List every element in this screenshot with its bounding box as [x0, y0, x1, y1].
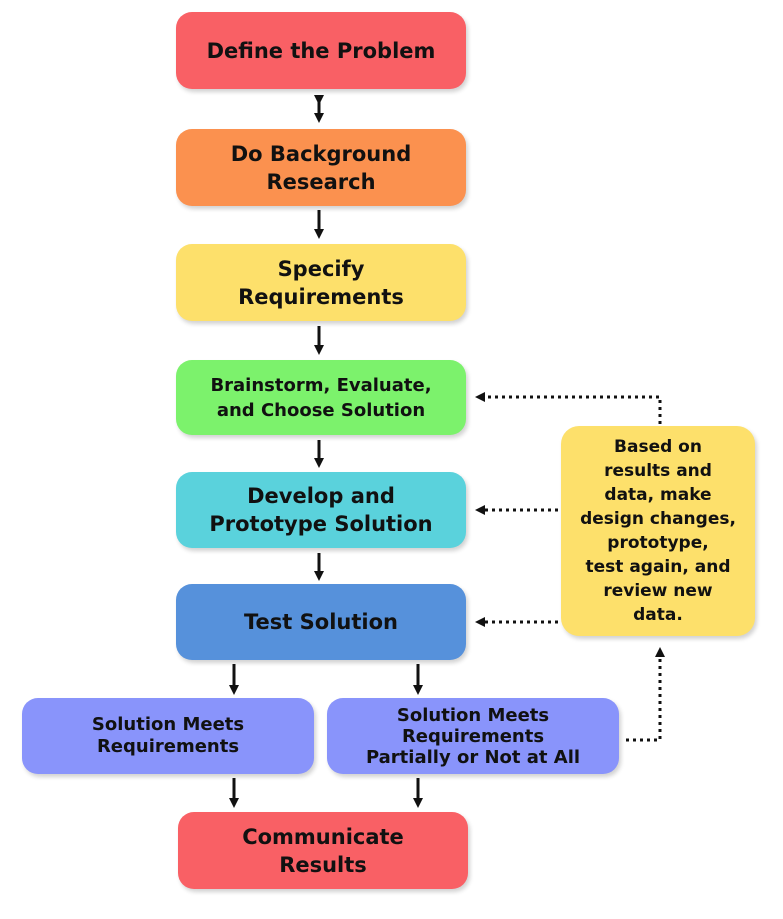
solution-meets-box: Solution Meets Requirements: [22, 698, 314, 774]
brainstorm-label: Brainstorm, Evaluate, and Choose Solutio…: [210, 374, 432, 421]
background-research-box: Do Background Research: [176, 129, 466, 206]
iteration-note-label: Based on results and data, make design c…: [580, 437, 736, 625]
test-solution-box: Test Solution: [176, 584, 466, 660]
solution-meets-label: Solution Meets Requirements: [91, 714, 245, 757]
dotted-arrow-note-to-brainstorm: [475, 392, 662, 424]
define-problem-box: Define the Problem: [176, 12, 466, 89]
test-solution-label: Test Solution: [244, 610, 398, 634]
communicate-results-label: Communicate Results: [242, 824, 404, 877]
communicate-results-box: Communicate Results: [178, 812, 468, 889]
specify-requirements-label: Specify Requirements: [238, 256, 404, 309]
develop-prototype-box: Develop and Prototype Solution: [176, 472, 466, 548]
solution-partial-box: Solution Meets Requirements Partially or…: [327, 698, 619, 774]
dotted-arrow-partial-to-note: [626, 647, 665, 742]
define-problem-label: Define the Problem: [206, 38, 436, 63]
develop-prototype-label: Develop and Prototype Solution: [209, 484, 433, 536]
background-research-label: Do Background Research: [230, 141, 412, 194]
solution-partial-label: Solution Meets Requirements Partially or…: [365, 704, 581, 768]
brainstorm-box: Brainstorm, Evaluate, and Choose Solutio…: [176, 360, 466, 435]
iteration-note-box: Based on results and data, make design c…: [561, 426, 755, 636]
specify-requirements-box: Specify Requirements: [176, 244, 466, 321]
